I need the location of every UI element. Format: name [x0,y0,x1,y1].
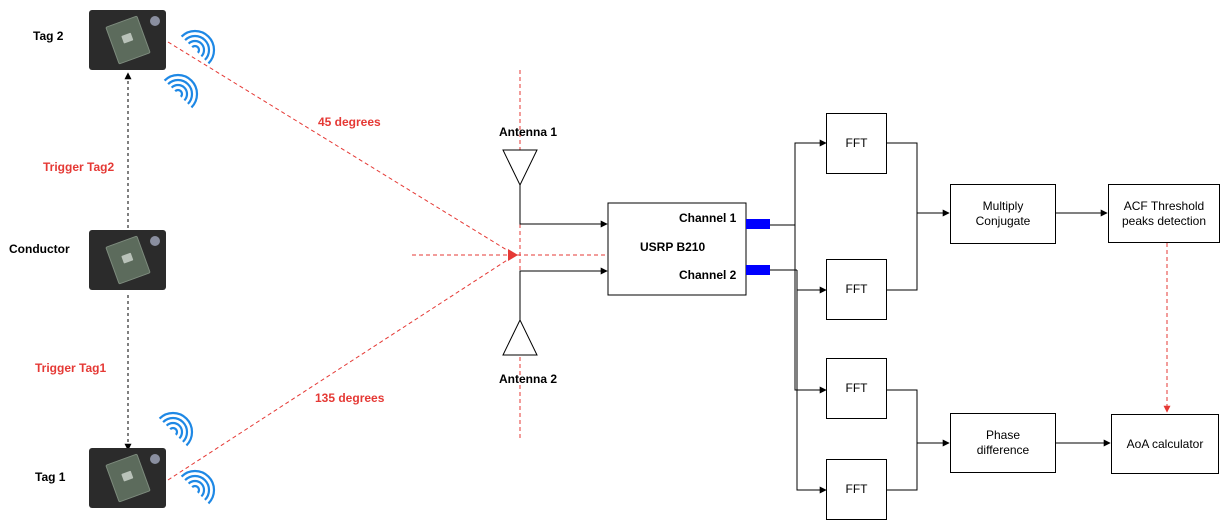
channel-1-port [746,219,770,229]
fft-block-3: FFT [826,358,887,419]
angle-135-label: 135 degrees [315,391,384,405]
signal-line-135 [168,255,515,480]
tag2-label: Tag 2 [33,29,63,43]
antenna-1-icon [503,150,537,185]
conductor-label: Conductor [9,242,70,256]
ch1-to-fft1 [795,143,826,225]
fft1-to-multiply [887,143,949,213]
ch2-to-fft4 [797,270,826,490]
signal-line-45 [168,42,515,255]
tag2-device-icon [89,10,166,70]
antenna-2-label: Antenna 2 [499,372,557,386]
channel-2-port [746,265,770,275]
conductor-device-icon [89,230,166,290]
antenna-2-icon [503,320,537,355]
fft-block-2: FFT [826,259,887,320]
multiply-conjugate-block: Multiply Conjugate [950,184,1056,244]
wifi-signal-icon [182,463,222,503]
trigger-tag1-label: Trigger Tag1 [35,361,106,375]
trigger-tag2-label: Trigger Tag2 [43,160,114,174]
wifi-signal-icon [182,23,222,63]
fft3-to-phase [887,390,949,443]
phase-difference-block: Phase difference [950,413,1056,473]
wifi-signal-icon [165,67,205,107]
fft4-to-phase [887,443,917,490]
ch2-to-fft2 [797,270,826,290]
usrp-title: USRP B210 [640,240,705,254]
antenna2-to-usrp [520,271,607,320]
channel-2-label: Channel 2 [679,268,736,282]
ch1-to-fft3 [795,225,826,390]
fft-block-1: FFT [826,113,887,174]
fft2-to-multiply [887,213,917,290]
wifi-signal-icon [160,405,200,445]
fft-block-4: FFT [826,459,887,520]
channel-1-label: Channel 1 [679,211,736,225]
aoa-calculator-block: AoA calculator [1111,414,1219,474]
acf-threshold-block: ACF Threshold peaks detection [1108,184,1220,243]
angle-45-label: 45 degrees [318,115,381,129]
antenna-1-label: Antenna 1 [499,125,557,139]
signal-arrowhead [508,249,518,261]
antenna1-to-usrp [520,185,607,224]
tag1-label: Tag 1 [35,470,65,484]
tag1-device-icon [89,448,166,508]
